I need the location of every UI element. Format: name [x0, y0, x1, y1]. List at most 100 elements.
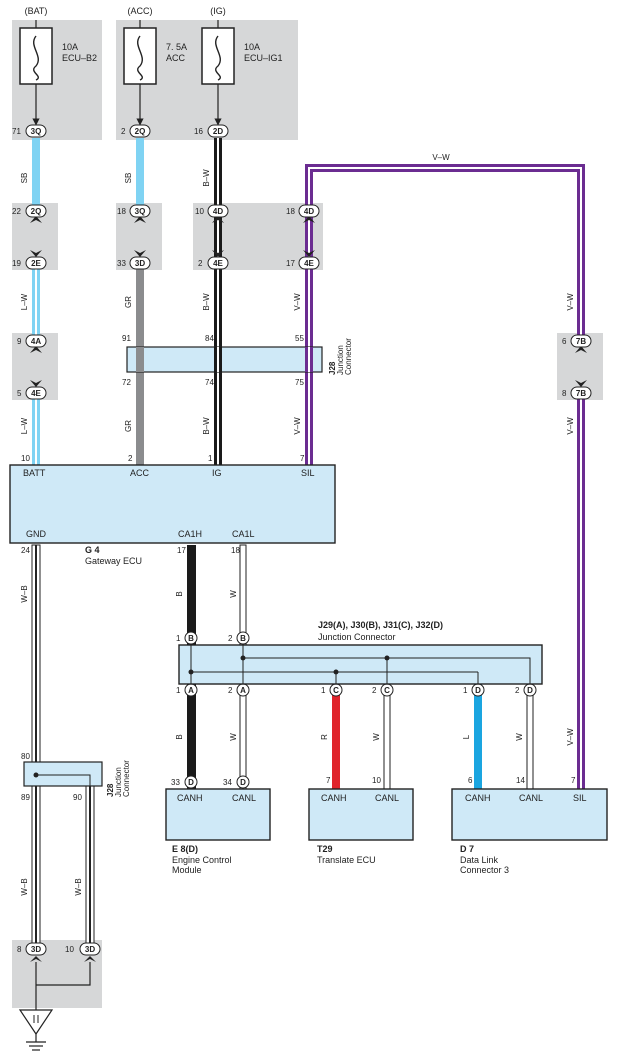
engine-control-module-e8: CANH CANL E 8(D) Engine Control Module	[165, 788, 271, 875]
svg-text:7B: 7B	[576, 389, 586, 398]
svg-text:B–W: B–W	[202, 417, 211, 435]
svg-text:W–B: W–B	[20, 585, 29, 602]
svg-text:16: 16	[194, 127, 203, 136]
pin-4d-b: 4D	[298, 204, 320, 218]
svg-text:L–W: L–W	[20, 417, 29, 434]
wire-w-can	[239, 544, 247, 646]
svg-text:SIL: SIL	[573, 793, 587, 803]
svg-text:10: 10	[65, 945, 74, 954]
wire-vw-loop	[305, 164, 585, 465]
svg-text:75: 75	[295, 378, 304, 387]
svg-text:2: 2	[198, 259, 203, 268]
svg-text:91: 91	[122, 334, 131, 343]
svg-text:Junction: Junction	[336, 345, 345, 375]
svg-text:D: D	[188, 778, 194, 787]
svg-text:IG: IG	[212, 468, 222, 478]
pin-ja-a2: A	[236, 683, 250, 697]
svg-text:71: 71	[12, 127, 21, 136]
svg-text:3Q: 3Q	[31, 127, 42, 136]
pin-jb-b2: B	[236, 631, 250, 645]
svg-text:4D: 4D	[304, 207, 314, 216]
fuse-ecu-b2-name: ECU–B2	[62, 53, 97, 63]
svg-text:Engine Control: Engine Control	[172, 855, 232, 865]
pin-3q-top: 3Q	[25, 124, 47, 138]
svg-text:B: B	[188, 634, 194, 643]
pin-4e: 4E	[207, 256, 229, 270]
svg-text:5: 5	[17, 389, 22, 398]
fuse-ecu-ig1-name: ECU–IG1	[244, 53, 283, 63]
svg-text:Junction: Junction	[114, 767, 123, 797]
pin-g-3d-b: 3D	[79, 942, 101, 956]
svg-text:Connector 3: Connector 3	[460, 865, 509, 875]
svg-text:D 7: D 7	[460, 844, 474, 854]
svg-text:17: 17	[286, 259, 295, 268]
svg-text:GND: GND	[26, 529, 47, 539]
svg-text:BATT: BATT	[23, 468, 46, 478]
wire-w-t29	[383, 683, 391, 791]
svg-text:10: 10	[195, 207, 204, 216]
svg-text:4D: 4D	[213, 207, 223, 216]
svg-text:L: L	[462, 734, 471, 739]
svg-text:Module: Module	[172, 865, 202, 875]
fuse-ecu-ig1-rating: 10A	[244, 42, 260, 52]
svg-text:W–B: W–B	[20, 878, 29, 895]
svg-text:17: 17	[177, 546, 186, 555]
svg-text:D: D	[527, 686, 533, 695]
svg-text:J28: J28	[328, 361, 337, 375]
svg-text:18: 18	[231, 546, 240, 555]
fuse-icon	[137, 35, 143, 81]
svg-text:C: C	[333, 686, 339, 695]
wire-sb-acc	[136, 138, 144, 206]
pin-numbers: 71 2 16 22 18 10 18 19 33 2 17 9 6 5 8 9…	[12, 127, 576, 954]
pin-2q-top: 2Q	[129, 124, 151, 138]
junction-connector-j28-upper: J28 Junction Connector	[126, 338, 353, 375]
wire-w-d7	[526, 683, 534, 791]
svg-text:8: 8	[17, 945, 22, 954]
svg-text:D: D	[475, 686, 481, 695]
pin-jc-c2: C	[380, 683, 394, 697]
fuse-acc-rating: 7. 5A	[166, 42, 187, 52]
svg-text:G 4: G 4	[85, 545, 100, 555]
svg-text:1: 1	[321, 686, 326, 695]
wire-r-t29	[332, 684, 340, 790]
svg-text:W: W	[229, 733, 238, 741]
svg-text:R: R	[320, 734, 329, 740]
svg-text:4E: 4E	[213, 259, 223, 268]
svg-text:8: 8	[562, 389, 567, 398]
svg-text:GR: GR	[124, 420, 133, 432]
svg-text:24: 24	[21, 546, 30, 555]
svg-text:B: B	[240, 634, 246, 643]
svg-text:3D: 3D	[135, 259, 145, 268]
pin-jc-c1: C	[329, 683, 343, 697]
svg-text:B: B	[175, 734, 184, 739]
bat-supply-label: (BAT)	[25, 6, 48, 16]
svg-text:89: 89	[21, 793, 30, 802]
svg-text:3D: 3D	[31, 945, 41, 954]
pin-4a: 4A	[25, 334, 47, 348]
pin-e8-d1: D	[184, 775, 198, 789]
mating-arrows	[30, 216, 587, 962]
svg-text:7: 7	[571, 776, 576, 785]
pin-ja-a1: A	[184, 683, 198, 697]
svg-text:2E: 2E	[31, 259, 41, 268]
svg-text:10: 10	[21, 454, 30, 463]
svg-text:Junction Connector: Junction Connector	[318, 632, 396, 642]
svg-text:2: 2	[128, 454, 133, 463]
pin-3q: 3Q	[129, 204, 151, 218]
svg-text:2: 2	[372, 686, 377, 695]
svg-text:2: 2	[228, 686, 233, 695]
svg-text:3D: 3D	[85, 945, 95, 954]
svg-text:CA1H: CA1H	[178, 529, 202, 539]
svg-text:4A: 4A	[31, 337, 41, 346]
svg-text:W: W	[515, 733, 524, 741]
svg-text:SIL: SIL	[301, 468, 315, 478]
pin-3d: 3D	[129, 256, 151, 270]
pin-jd-d1: D	[471, 683, 485, 697]
svg-text:A: A	[188, 686, 194, 695]
svg-text:18: 18	[117, 207, 126, 216]
svg-text:CANL: CANL	[232, 793, 256, 803]
svg-text:10: 10	[372, 776, 381, 785]
pin-4e-c: 4E	[25, 386, 47, 400]
pin-7b-b: 7B	[570, 386, 592, 400]
svg-text:W: W	[372, 733, 381, 741]
